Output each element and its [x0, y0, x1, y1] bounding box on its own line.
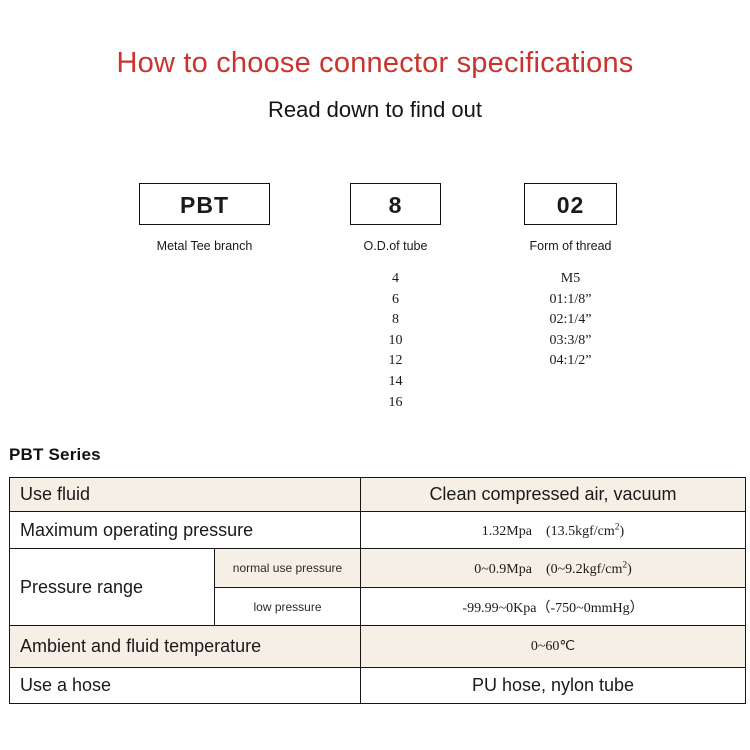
code-column-series: PBT Metal Tee branch [139, 183, 270, 269]
code-option: 6 [392, 291, 399, 307]
table-row: low pressure-99.99~0Kpa（-750~0mmHg） [10, 587, 746, 626]
code-option: 12 [388, 353, 403, 369]
spec-label-cell: Pressure range [9, 548, 215, 626]
code-option: 02:1/4” [549, 312, 592, 328]
code-column-tube-od: 8 O.D.of tube 4 6 8 10 12 14 16 [350, 183, 441, 413]
spec-sublabel-cell: low pressure [214, 587, 361, 626]
spec-value-cell: PU hose, nylon tube [360, 667, 746, 704]
spec-sublabel-cell: normal use pressure [214, 548, 361, 588]
code-option: 8 [392, 312, 399, 328]
code-label-series: Metal Tee branch [156, 239, 253, 253]
code-option: M5 [560, 271, 581, 286]
code-column-thread-form: 02 Form of thread M5 01:1/8” 02:1/4” 03:3/8… [524, 183, 617, 372]
code-label-thread-form: Form of thread [529, 239, 612, 253]
code-breakdown: PBT Metal Tee branch 8 O.D.of tube 4 6 8 10… [0, 183, 750, 423]
code-label-tube-od: O.D.of tube [363, 239, 428, 253]
code-options-tube-od: 4 6 8 10 12 14 16 [350, 269, 441, 413]
page-title: How to choose connector specifications [116, 47, 634, 79]
spec-label-cell: Use fluid [9, 477, 361, 512]
code-box-tube-od: 8 [350, 183, 441, 225]
code-box-thread-form: 02 [524, 183, 617, 225]
code-box-series: PBT [139, 183, 270, 225]
code-option: 03:3/8” [549, 332, 592, 348]
spec-value-cell: 0~60℃ [360, 625, 746, 668]
spec-label-cell: Ambient and fluid temperature [9, 625, 361, 668]
code-option: 01:1/8” [549, 291, 592, 307]
code-option: 14 [388, 373, 403, 389]
spec-value-cell: -99.99~0Kpa（-750~0mmHg） [360, 587, 746, 626]
spec-value-cell: 1.32Mpa (13.5kgf/cm2) [360, 511, 746, 549]
spec-label-cell: Maximum operating pressure [9, 511, 361, 549]
spec-value-cell: 0~0.9Mpa (0~9.2kgf/cm2) [360, 548, 746, 588]
code-option: 10 [388, 332, 403, 348]
code-options-thread-form: M5 01:1/8” 02:1/4” 03:3/8” 04:1/2” [524, 269, 617, 372]
code-option: 4 [392, 271, 399, 286]
code-option: 04:1/2” [549, 353, 592, 369]
page-subtitle: Read down to find out [267, 97, 483, 122]
series-heading: PBT Series [9, 445, 101, 464]
spec-label-cell: Use a hose [9, 667, 361, 704]
code-option: 16 [388, 394, 403, 410]
spec-value-cell: Clean compressed air, vacuum [360, 477, 746, 512]
